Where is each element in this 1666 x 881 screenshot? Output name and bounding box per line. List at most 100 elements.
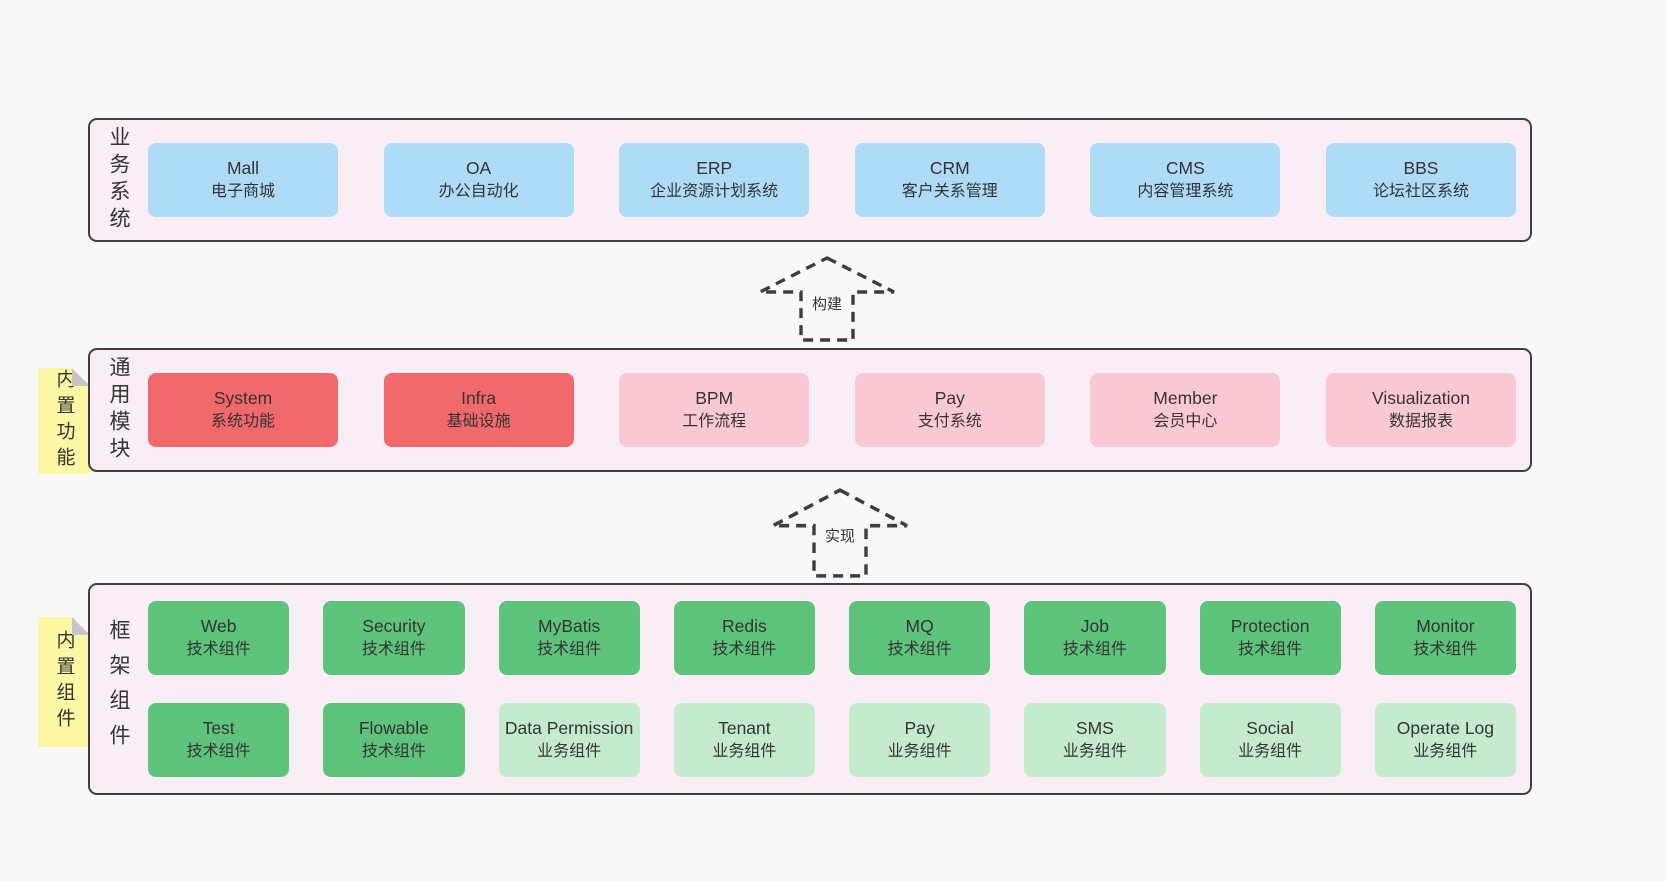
box-mall-subtitle: 电子商城: [210, 182, 275, 200]
box-data-permission-subtitle: 业务组件: [537, 742, 602, 760]
layer-framework-components: 框架组件 Web 技术组件 Security 技术组件 MyBatis 技术组件…: [88, 583, 1532, 795]
box-erp-title: ERP: [696, 158, 733, 179]
box-job-title: Job: [1080, 616, 1109, 637]
box-flowable: Flowable 技术组件: [323, 703, 465, 777]
box-pay-module-title: Pay: [934, 388, 965, 409]
box-web-subtitle: 技术组件: [186, 640, 251, 658]
sticky-note-built-in-components: 内置组件: [38, 617, 90, 747]
box-test-title: Test: [202, 718, 235, 739]
box-visualization-subtitle: 数据报表: [1388, 412, 1453, 430]
box-bbs-title: BBS: [1403, 158, 1439, 179]
box-social: Social 业务组件: [1199, 703, 1341, 777]
box-cms-title: CMS: [1165, 158, 1205, 179]
box-member: Member 会员中心: [1090, 373, 1281, 447]
box-erp: ERP 企业资源计划系统: [619, 143, 810, 217]
box-social-subtitle: 业务组件: [1238, 742, 1303, 760]
box-infra: Infra 基础设施: [383, 373, 574, 447]
side-label-framework-components: 框架组件: [107, 619, 130, 759]
box-bpm: BPM 工作流程: [619, 373, 810, 447]
box-monitor-subtitle: 技术组件: [1413, 640, 1478, 658]
modules-boxes-row: System 系统功能 Infra 基础设施 BPM 工作流程 Pay 支付系统…: [136, 350, 1516, 470]
box-pay-component-title: Pay: [904, 718, 935, 739]
arrow-implement: 实现: [770, 487, 910, 579]
box-system-subtitle: 系统功能: [210, 412, 275, 430]
box-system: System 系统功能: [148, 373, 338, 447]
up-block-arrow-icon: [772, 488, 908, 578]
box-pay-component: Pay 业务组件: [849, 703, 991, 777]
box-erp-subtitle: 企业资源计划系统: [650, 182, 779, 200]
box-web-title: Web: [200, 616, 237, 637]
box-tenant: Tenant 业务组件: [673, 703, 815, 777]
box-pay-module-subtitle: 支付系统: [917, 412, 982, 430]
arrow-build-label: 构建: [808, 291, 846, 316]
box-member-subtitle: 会员中心: [1153, 412, 1218, 430]
box-tenant-subtitle: 业务组件: [712, 742, 777, 760]
box-monitor-title: Monitor: [1416, 616, 1475, 637]
box-crm-title: CRM: [929, 158, 970, 179]
box-oa-title: OA: [465, 158, 492, 179]
box-mq: MQ 技术组件: [849, 601, 991, 675]
box-mq-title: MQ: [905, 616, 934, 637]
box-cms-subtitle: 内容管理系统: [1137, 182, 1234, 200]
box-protection-subtitle: 技术组件: [1238, 640, 1303, 658]
box-flowable-subtitle: 技术组件: [361, 742, 426, 760]
box-cms: CMS 内容管理系统: [1090, 143, 1281, 217]
up-block-arrow-icon: [759, 256, 895, 342]
layer-common-modules: 通用模块 System 系统功能 Infra 基础设施 BPM 工作流程 Pay…: [88, 348, 1532, 472]
box-mq-subtitle: 技术组件: [887, 640, 952, 658]
box-redis-subtitle: 技术组件: [712, 640, 777, 658]
box-security-title: Security: [362, 616, 426, 637]
box-sms: SMS 业务组件: [1024, 703, 1166, 777]
box-data-permission-title: Data Permission: [504, 718, 634, 739]
side-label-common-modules: 通用模块: [107, 356, 130, 464]
sticky-note-built-in-features: 内置功能: [38, 368, 90, 474]
box-crm: CRM 客户关系管理: [854, 143, 1045, 217]
sticky-built-in-features-label: 内置功能: [53, 369, 75, 473]
box-bbs-subtitle: 论坛社区系统: [1372, 182, 1469, 200]
sticky-built-in-components-label: 内置组件: [53, 630, 75, 734]
box-bbs: BBS 论坛社区系统: [1325, 143, 1516, 217]
box-visualization-title: Visualization: [1372, 388, 1470, 409]
box-member-title: Member: [1153, 388, 1218, 409]
box-crm-subtitle: 客户关系管理: [901, 182, 998, 200]
box-protection-title: Protection: [1230, 616, 1310, 637]
box-flowable-title: Flowable: [358, 718, 429, 739]
box-operate-log-subtitle: 业务组件: [1413, 742, 1478, 760]
layer-business-systems: 业务系统 Mall 电子商城 OA 办公自动化 ERP 企业资源计划系统 CRM…: [88, 118, 1532, 242]
side-label-business-systems: 业务系统: [107, 126, 130, 234]
box-infra-subtitle: 基础设施: [446, 412, 511, 430]
box-infra-title: Infra: [461, 388, 497, 409]
box-mybatis-title: MyBatis: [538, 616, 601, 637]
box-test: Test 技术组件: [148, 703, 290, 777]
box-operate-log: Operate Log 业务组件: [1374, 703, 1516, 777]
components-boxes-grid: Web 技术组件 Security 技术组件 MyBatis 技术组件 Redi…: [136, 585, 1516, 793]
box-operate-log-title: Operate Log: [1396, 718, 1495, 739]
box-mybatis: MyBatis 技术组件: [498, 601, 640, 675]
arrow-implement-label: 实现: [821, 523, 859, 548]
box-tenant-title: Tenant: [718, 718, 771, 739]
box-bpm-subtitle: 工作流程: [682, 412, 747, 430]
box-job-subtitle: 技术组件: [1062, 640, 1127, 658]
box-system-title: System: [213, 388, 273, 409]
box-oa-subtitle: 办公自动化: [438, 182, 519, 200]
box-monitor: Monitor 技术组件: [1374, 601, 1516, 675]
box-protection: Protection 技术组件: [1199, 601, 1341, 675]
box-sms-title: SMS: [1075, 718, 1114, 739]
box-mall-title: Mall: [226, 158, 260, 179]
box-data-permission: Data Permission 业务组件: [498, 703, 640, 777]
box-oa: OA 办公自动化: [383, 143, 574, 217]
box-test-subtitle: 技术组件: [186, 742, 251, 760]
box-bpm-title: BPM: [695, 388, 734, 409]
box-pay-component-subtitle: 业务组件: [887, 742, 952, 760]
box-social-title: Social: [1246, 718, 1294, 739]
box-job: Job 技术组件: [1024, 601, 1166, 675]
box-sms-subtitle: 业务组件: [1062, 742, 1127, 760]
box-web: Web 技术组件: [148, 601, 290, 675]
box-pay-module: Pay 支付系统: [854, 373, 1045, 447]
box-redis-title: Redis: [722, 616, 767, 637]
arrow-build: 构建: [757, 255, 897, 343]
business-boxes-row: Mall 电子商城 OA 办公自动化 ERP 企业资源计划系统 CRM 客户关系…: [136, 120, 1516, 240]
box-mybatis-subtitle: 技术组件: [537, 640, 602, 658]
box-mall: Mall 电子商城: [148, 143, 338, 217]
